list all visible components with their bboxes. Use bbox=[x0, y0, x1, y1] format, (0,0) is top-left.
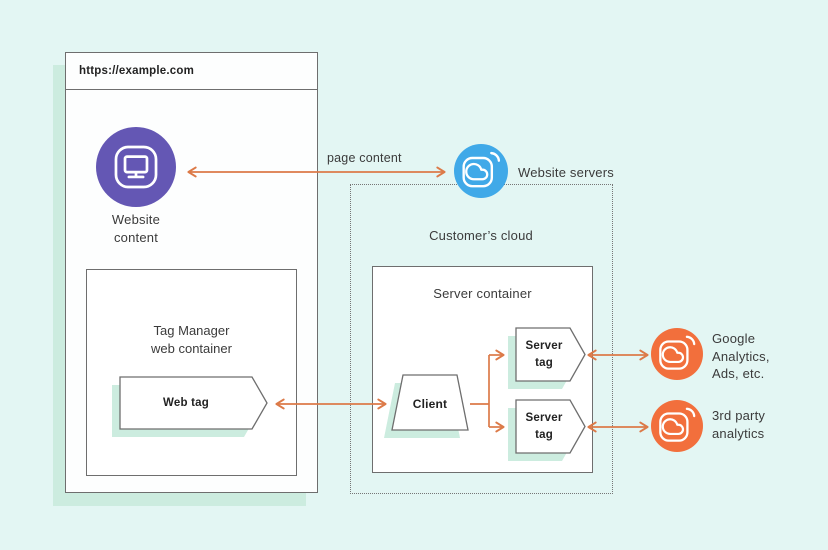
google-analytics-badge bbox=[651, 328, 703, 380]
cloud-icon bbox=[462, 151, 501, 188]
web-container-box: Tag Manager web container bbox=[86, 269, 297, 476]
client-label: Client bbox=[412, 397, 448, 411]
server-tag-label-1: Server tag bbox=[525, 340, 563, 369]
website-servers-badge bbox=[454, 144, 508, 198]
third-party-analytics-badge bbox=[651, 400, 703, 452]
server-container-title: Server container bbox=[433, 286, 532, 301]
client-shape bbox=[384, 374, 469, 438]
cloud-icon bbox=[659, 335, 696, 370]
website-servers-label: Website servers bbox=[518, 165, 614, 180]
web-tag-shape bbox=[112, 376, 268, 437]
website-content-label: Website content bbox=[111, 212, 161, 245]
third-party-analytics-label: 3rd party analytics bbox=[712, 408, 766, 441]
browser-titlebar: https://example.com bbox=[66, 53, 317, 90]
customers-cloud-label: Customer’s cloud bbox=[429, 228, 533, 243]
server-tag-shape-1 bbox=[508, 327, 586, 389]
google-analytics-label: Google Analytics, Ads, etc. bbox=[712, 331, 770, 381]
cloud-icon bbox=[659, 407, 696, 442]
monitor-icon bbox=[114, 145, 158, 189]
web-tag-label: Web tag bbox=[163, 397, 209, 409]
server-tag-shape-2 bbox=[508, 399, 586, 461]
browser-url: https://example.com bbox=[79, 65, 194, 77]
page-content-label: page content bbox=[327, 151, 402, 165]
web-container-title: Tag Manager web container bbox=[151, 323, 232, 356]
server-tag-label-2: Server tag bbox=[525, 412, 563, 441]
website-content-badge bbox=[96, 127, 176, 207]
